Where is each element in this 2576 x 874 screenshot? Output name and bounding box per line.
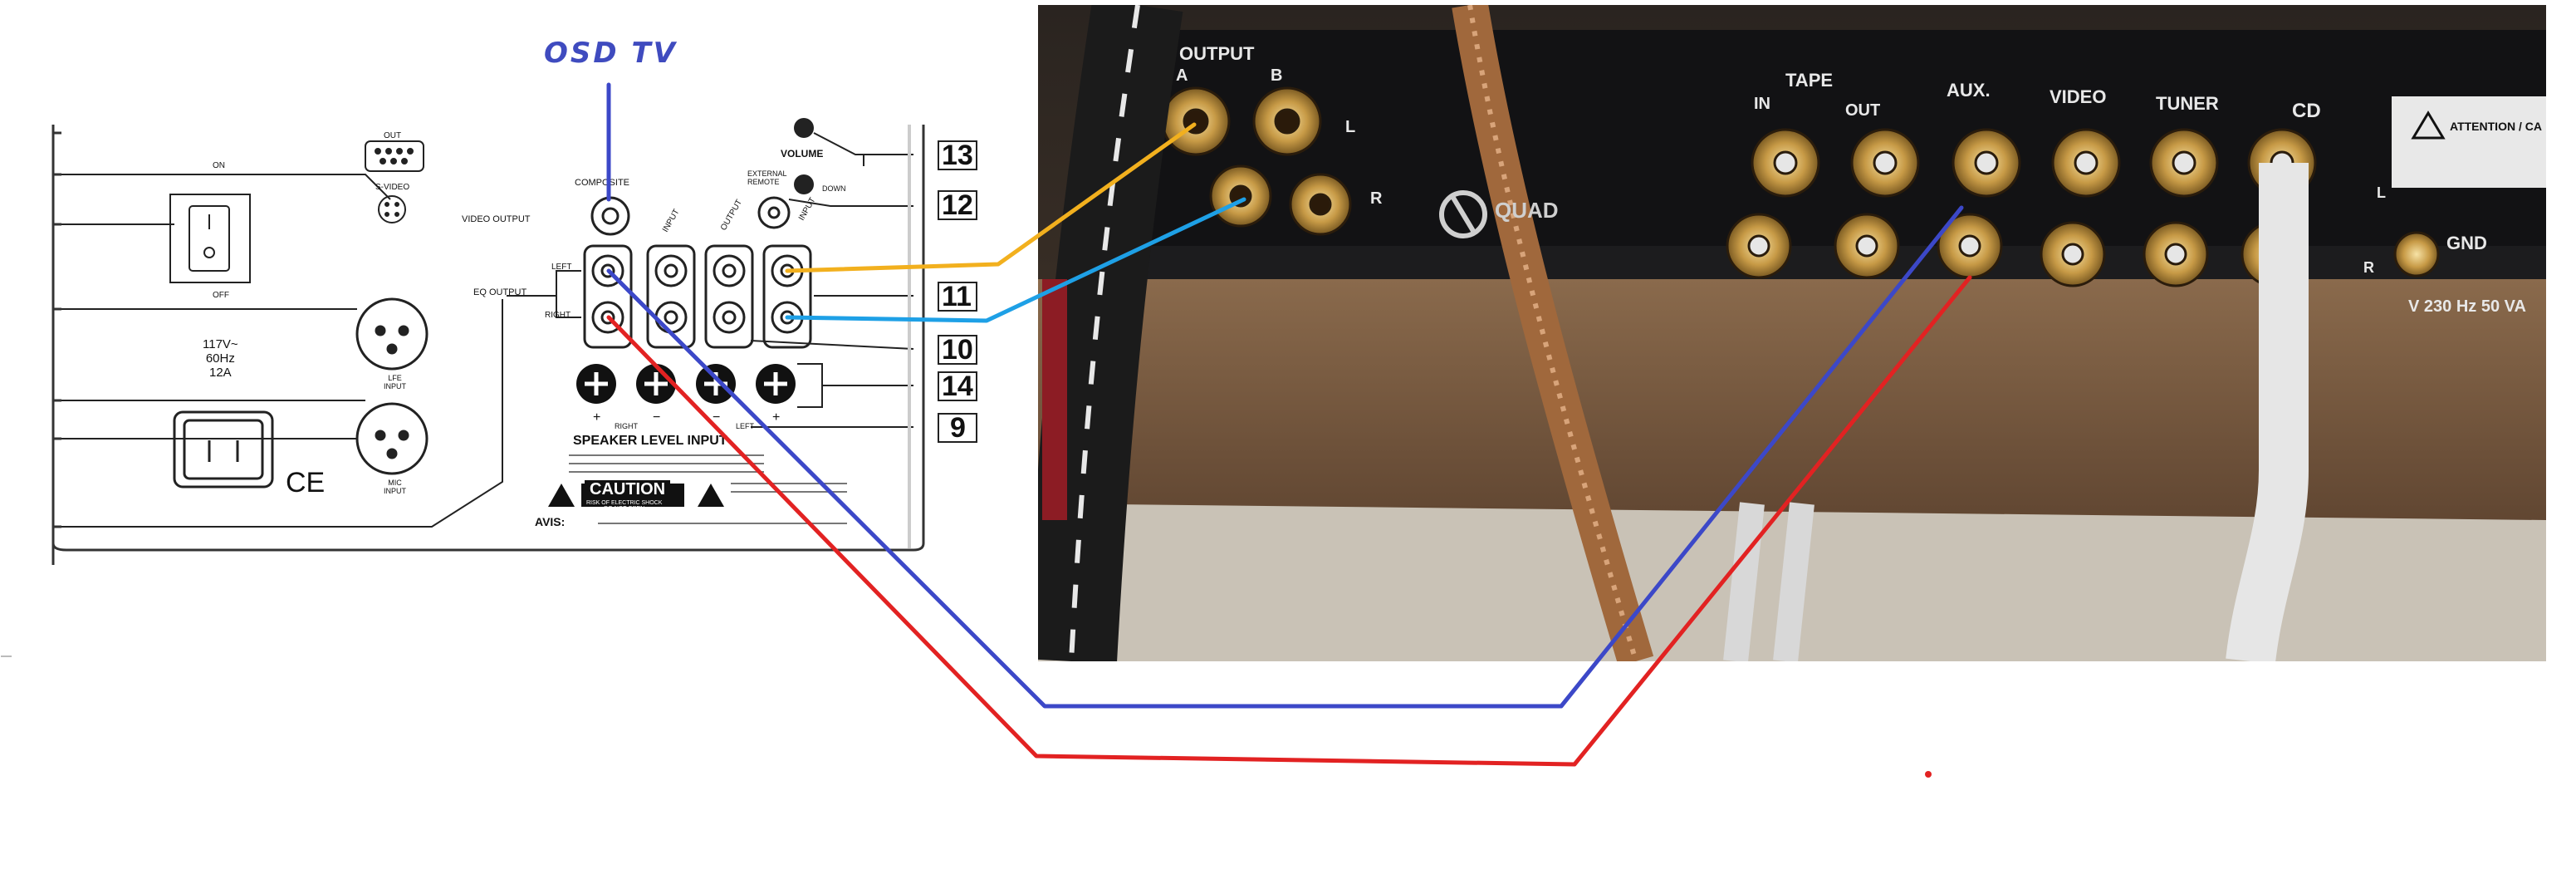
amp-label-voltage: V 230 Hz 50 VA	[2408, 297, 2526, 316]
label-composite: COMPOSITE	[575, 178, 630, 188]
amp-label-r: R	[1370, 189, 1383, 208]
label-video-output: VIDEO OUTPUT	[462, 214, 531, 224]
amp-label-cd: CD	[2292, 100, 2321, 122]
label-avis: AVIS:	[535, 515, 566, 528]
external-remote-jack	[757, 196, 791, 229]
label-off: OFF	[213, 291, 229, 300]
amp-label-tape: TAPE	[1785, 70, 1834, 91]
callout-14: 14	[942, 371, 973, 402]
amp-label-tuner: TUNER	[2156, 93, 2219, 114]
label-left: LEFT	[551, 263, 572, 272]
amp-label-gnd: GND	[2446, 233, 2487, 253]
subwoofer-rear-panel	[50, 118, 997, 565]
label-left-small: LEFT	[736, 422, 755, 430]
amp-label-l-right: L	[2377, 184, 2386, 201]
ce-mark: CE	[286, 467, 326, 498]
callout-13: 13	[942, 140, 973, 171]
volume-down-button	[794, 174, 814, 194]
label-speaker-level-input: SPEAKER LEVEL INPUT	[573, 434, 727, 448]
volume-up-button	[794, 118, 814, 138]
label-caution-sub: RISK OF ELECTRIC SHOCK DO NOT OPEN	[586, 500, 663, 512]
svideo-jack	[378, 195, 406, 223]
label-plus-2: +	[772, 410, 781, 425]
label-right: RIGHT	[545, 311, 571, 320]
lfe-input-xlr	[355, 297, 429, 371]
amp-label-a: A	[1176, 66, 1188, 85]
amp-brand: QUAD	[1495, 198, 1559, 223]
label-mic-input: MIC INPUT	[384, 479, 406, 495]
label-down: DOWN	[822, 184, 846, 193]
left-to-aux-wire	[606, 205, 1964, 709]
label-plus-1: +	[593, 410, 601, 425]
label-volume: VOLUME	[781, 148, 824, 160]
endpoint-dot	[1925, 771, 1932, 778]
osd-tv-label: OSD TV	[544, 37, 678, 70]
power-switch	[169, 194, 251, 283]
label-out: OUT	[384, 131, 402, 140]
callout-12: 12	[942, 189, 973, 221]
label-on: ON	[213, 161, 225, 170]
callout-11: 11	[942, 281, 972, 312]
mic-input-xlr	[355, 402, 429, 475]
db9-connector	[365, 140, 424, 172]
amp-label-in: IN	[1754, 95, 1770, 113]
label-minus-1: −	[653, 410, 661, 425]
label-minus-2: −	[713, 410, 721, 425]
amp-label-out: OUT	[1845, 101, 1881, 120]
amp-label-attention: ATTENTION / CA	[2450, 120, 2542, 133]
amp-label-video: VIDEO	[2050, 86, 2107, 107]
amp-label-output: OUTPUT	[1179, 43, 1255, 64]
label-lfe-input: LFE INPUT	[384, 374, 406, 390]
gnd-post	[2393, 231, 2440, 277]
callout-10: 10	[942, 334, 973, 366]
right-to-aux-wire	[606, 275, 1972, 767]
amp-label-l: L	[1345, 118, 1356, 136]
amp-label-aux: AUX.	[1947, 80, 1991, 101]
warning-icon	[548, 484, 724, 507]
label-caution: CAUTION	[585, 480, 671, 499]
label-svideo: S-VIDEO	[375, 183, 410, 192]
label-right-small: RIGHT	[615, 422, 638, 430]
amp-label-b: B	[1271, 66, 1283, 85]
iec-power-inlet	[173, 410, 274, 489]
output-a-to-input-wire	[785, 122, 1197, 273]
amp-label-r-right: R	[2363, 259, 2374, 276]
label-eq-output: EQ OUTPUT	[473, 287, 527, 297]
callout-9: 9	[950, 412, 966, 444]
output-b-to-input-wire	[785, 197, 1246, 323]
label-external-remote: EXTERNAL REMOTE	[747, 169, 787, 186]
composite-video-jack	[590, 196, 630, 236]
label-power-spec: 117V~ 60Hz 12A	[203, 337, 238, 380]
amplifier-rear-photo	[1038, 5, 2546, 661]
